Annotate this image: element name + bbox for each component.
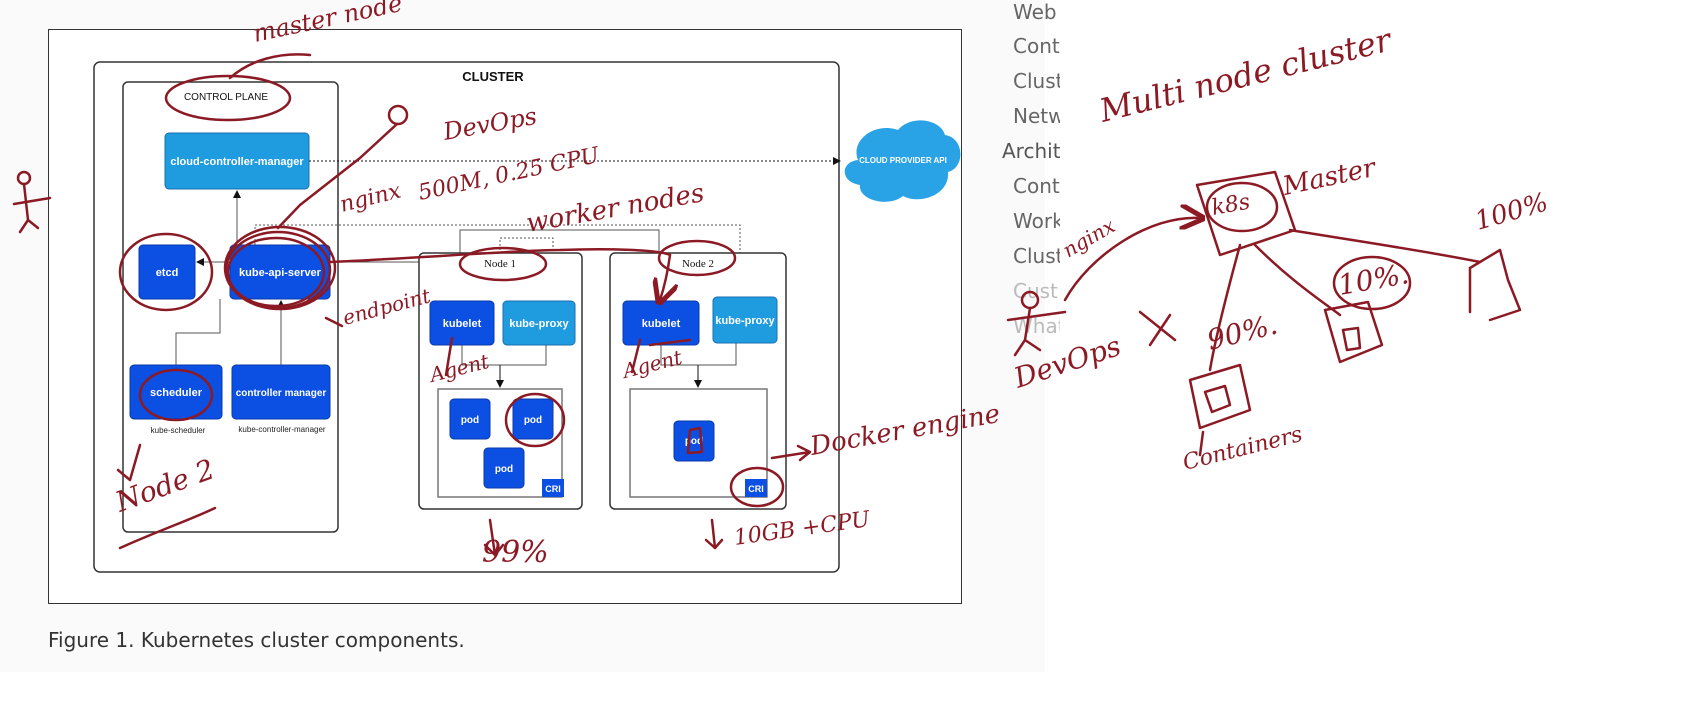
node1-cri-label: CRI	[545, 484, 561, 494]
node1-pod-1-label: pod	[461, 415, 479, 426]
node1-pod-3-label: pod	[495, 464, 513, 475]
nav-item-clusters[interactable]: Clust	[1013, 69, 1060, 93]
nav-item-network[interactable]: Netw	[1013, 104, 1060, 128]
note-nginx-right: nginx	[1059, 213, 1120, 262]
node1-kube-proxy-label: kube-proxy	[509, 318, 569, 330]
cluster-boundary	[93, 61, 840, 573]
nav-item-custom[interactable]: Cust	[1013, 279, 1058, 303]
note-multi-node-cluster: Multi node cluster	[1095, 20, 1397, 130]
node1-pod-1	[449, 398, 491, 440]
nav-item-web[interactable]: Web	[1013, 0, 1057, 24]
node1-cri-box	[542, 479, 564, 497]
node2-pod-1	[673, 420, 715, 462]
nav-item-containers[interactable]: Cont	[1013, 34, 1060, 58]
note-master: Master	[1279, 153, 1379, 202]
note-nginx: nginx	[337, 178, 404, 217]
control-plane-box	[122, 81, 339, 533]
node1-kubelet-label: kubelet	[443, 318, 482, 330]
note-resources: 500M, 0.25 CPU	[416, 143, 603, 206]
kube-api-server-label: kube-api-server	[239, 267, 322, 279]
node2-runtime-box	[629, 388, 768, 498]
note-master-node: master node	[250, 0, 404, 48]
note-docker-engine: Docker engine	[807, 399, 1002, 462]
node1-runtime-box	[437, 388, 563, 498]
nav-item-architecture[interactable]: Archit	[1002, 139, 1060, 163]
handwritten-strokes	[12, 53, 1522, 557]
nav-item-workers[interactable]: Work	[1013, 209, 1060, 233]
node1-connector	[461, 345, 547, 366]
node1-kube-proxy-box	[502, 300, 576, 346]
node1-label: Node 1	[484, 258, 516, 270]
side-nav: Web Cont Clust Netw Archit Cont Work Clu…	[1000, 0, 1060, 340]
note-k8s: k8s	[1210, 190, 1252, 221]
note-usage-99: 99%	[482, 535, 549, 570]
nav-item-control[interactable]: Cont	[1013, 174, 1060, 198]
note-90-percent: 90%.	[1204, 308, 1281, 357]
etcd-box	[138, 244, 196, 300]
cloud-controller-manager-label: cloud-controller-manager	[170, 156, 304, 168]
scheduler-label: scheduler	[150, 387, 203, 399]
node2-kubelet-label: kubelet	[642, 318, 681, 330]
note-containers: Containers	[1180, 422, 1305, 476]
node2-pod-1-label: pod	[685, 436, 703, 447]
nav-item-cluster[interactable]: Clust	[1013, 244, 1060, 268]
node2-kube-proxy-label: kube-proxy	[715, 315, 775, 327]
note-devops-top: DevOps	[440, 102, 539, 146]
controller-manager-label: controller manager	[236, 388, 327, 399]
note-mem-cpu: 10GB +CPU	[732, 507, 873, 551]
node1-pod-3	[483, 447, 525, 489]
note-node2: Node 2	[110, 452, 219, 518]
node2-cri-label: CRI	[748, 484, 764, 494]
cluster-label: CLUSTER	[462, 69, 524, 84]
controller-manager-caption: kube-controller-manager	[238, 425, 325, 434]
figure-caption: Figure 1. Kubernetes cluster components.	[48, 628, 465, 652]
node2-label: Node 2	[682, 258, 714, 270]
node2-cri-box	[745, 479, 767, 497]
node2-kube-proxy-box	[712, 296, 778, 344]
cloud-provider-api-cloud	[844, 120, 961, 202]
note-100-percent: 100%	[1472, 187, 1552, 236]
node1-pod-2-label: pod	[524, 415, 542, 426]
etcd-label: etcd	[156, 267, 179, 279]
control-plane-label: CONTROL PLANE	[184, 92, 268, 103]
cloud-provider-api-label: CLOUD PROVIDER API	[859, 156, 947, 165]
node1-pod-2	[512, 398, 554, 440]
scheduler-caption: kube-scheduler	[151, 426, 206, 435]
